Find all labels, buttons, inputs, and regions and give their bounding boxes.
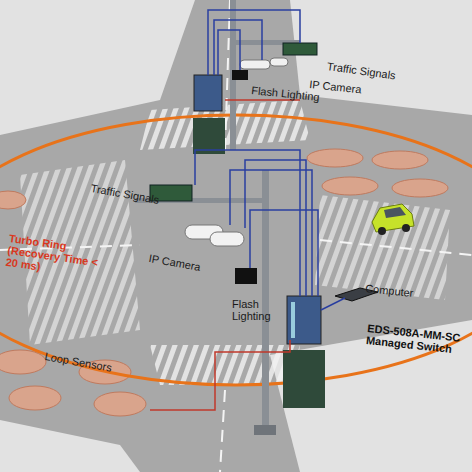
loop-sensor bbox=[307, 149, 363, 167]
switch-ports bbox=[291, 302, 295, 338]
callout-label: Turbo Ring (Recovery Time < 20 ms) bbox=[5, 232, 114, 283]
cabinet bbox=[193, 118, 225, 154]
callout-label: EDS-508A-MM-SC Managed Switch bbox=[365, 322, 471, 357]
ip-camera bbox=[240, 60, 270, 69]
loop-sensor bbox=[392, 179, 448, 197]
network-wire bbox=[195, 150, 300, 296]
car-window bbox=[384, 207, 406, 218]
switch bbox=[194, 75, 222, 111]
car-body bbox=[372, 204, 414, 232]
loop-sensor bbox=[322, 177, 378, 195]
callout-label: Loop Sensors bbox=[44, 350, 135, 378]
network-wire bbox=[321, 298, 345, 310]
loop-sensor bbox=[0, 191, 26, 209]
network-wire bbox=[250, 210, 318, 296]
ip-camera bbox=[270, 58, 288, 66]
lane-line bbox=[220, 390, 225, 472]
flash-light bbox=[232, 70, 248, 80]
callout-label: Computer bbox=[365, 282, 436, 301]
loop-sensor bbox=[372, 151, 428, 169]
sensor-wire bbox=[150, 340, 290, 410]
flash-light bbox=[235, 268, 257, 284]
network-wire bbox=[208, 10, 300, 75]
car-wheel bbox=[378, 227, 386, 235]
lane-line bbox=[225, 0, 230, 150]
loop-sensor bbox=[0, 350, 46, 374]
network-wire bbox=[218, 30, 240, 75]
network-wire bbox=[214, 20, 262, 75]
crosswalk bbox=[150, 345, 300, 385]
pole bbox=[262, 170, 269, 430]
lane-line bbox=[320, 240, 472, 255]
cabinet bbox=[283, 350, 325, 408]
car bbox=[372, 204, 414, 235]
traffic-signal bbox=[283, 43, 317, 55]
callout-label: Traffic Signals bbox=[90, 182, 181, 210]
ip-camera bbox=[210, 232, 244, 246]
callout-label: IP Camera bbox=[148, 252, 219, 276]
pole-base bbox=[254, 425, 276, 435]
turbo-ring bbox=[0, 115, 472, 385]
callout-label: IP Camera bbox=[309, 78, 390, 98]
car-wheel bbox=[402, 224, 410, 232]
loop-sensor bbox=[9, 386, 61, 410]
loop-sensor bbox=[94, 392, 146, 416]
network-wire bbox=[245, 160, 306, 296]
sidewalk bbox=[0, 420, 140, 472]
network-wire bbox=[230, 170, 312, 296]
switch bbox=[287, 296, 321, 344]
callout-label: Flash Lighting bbox=[232, 298, 284, 322]
